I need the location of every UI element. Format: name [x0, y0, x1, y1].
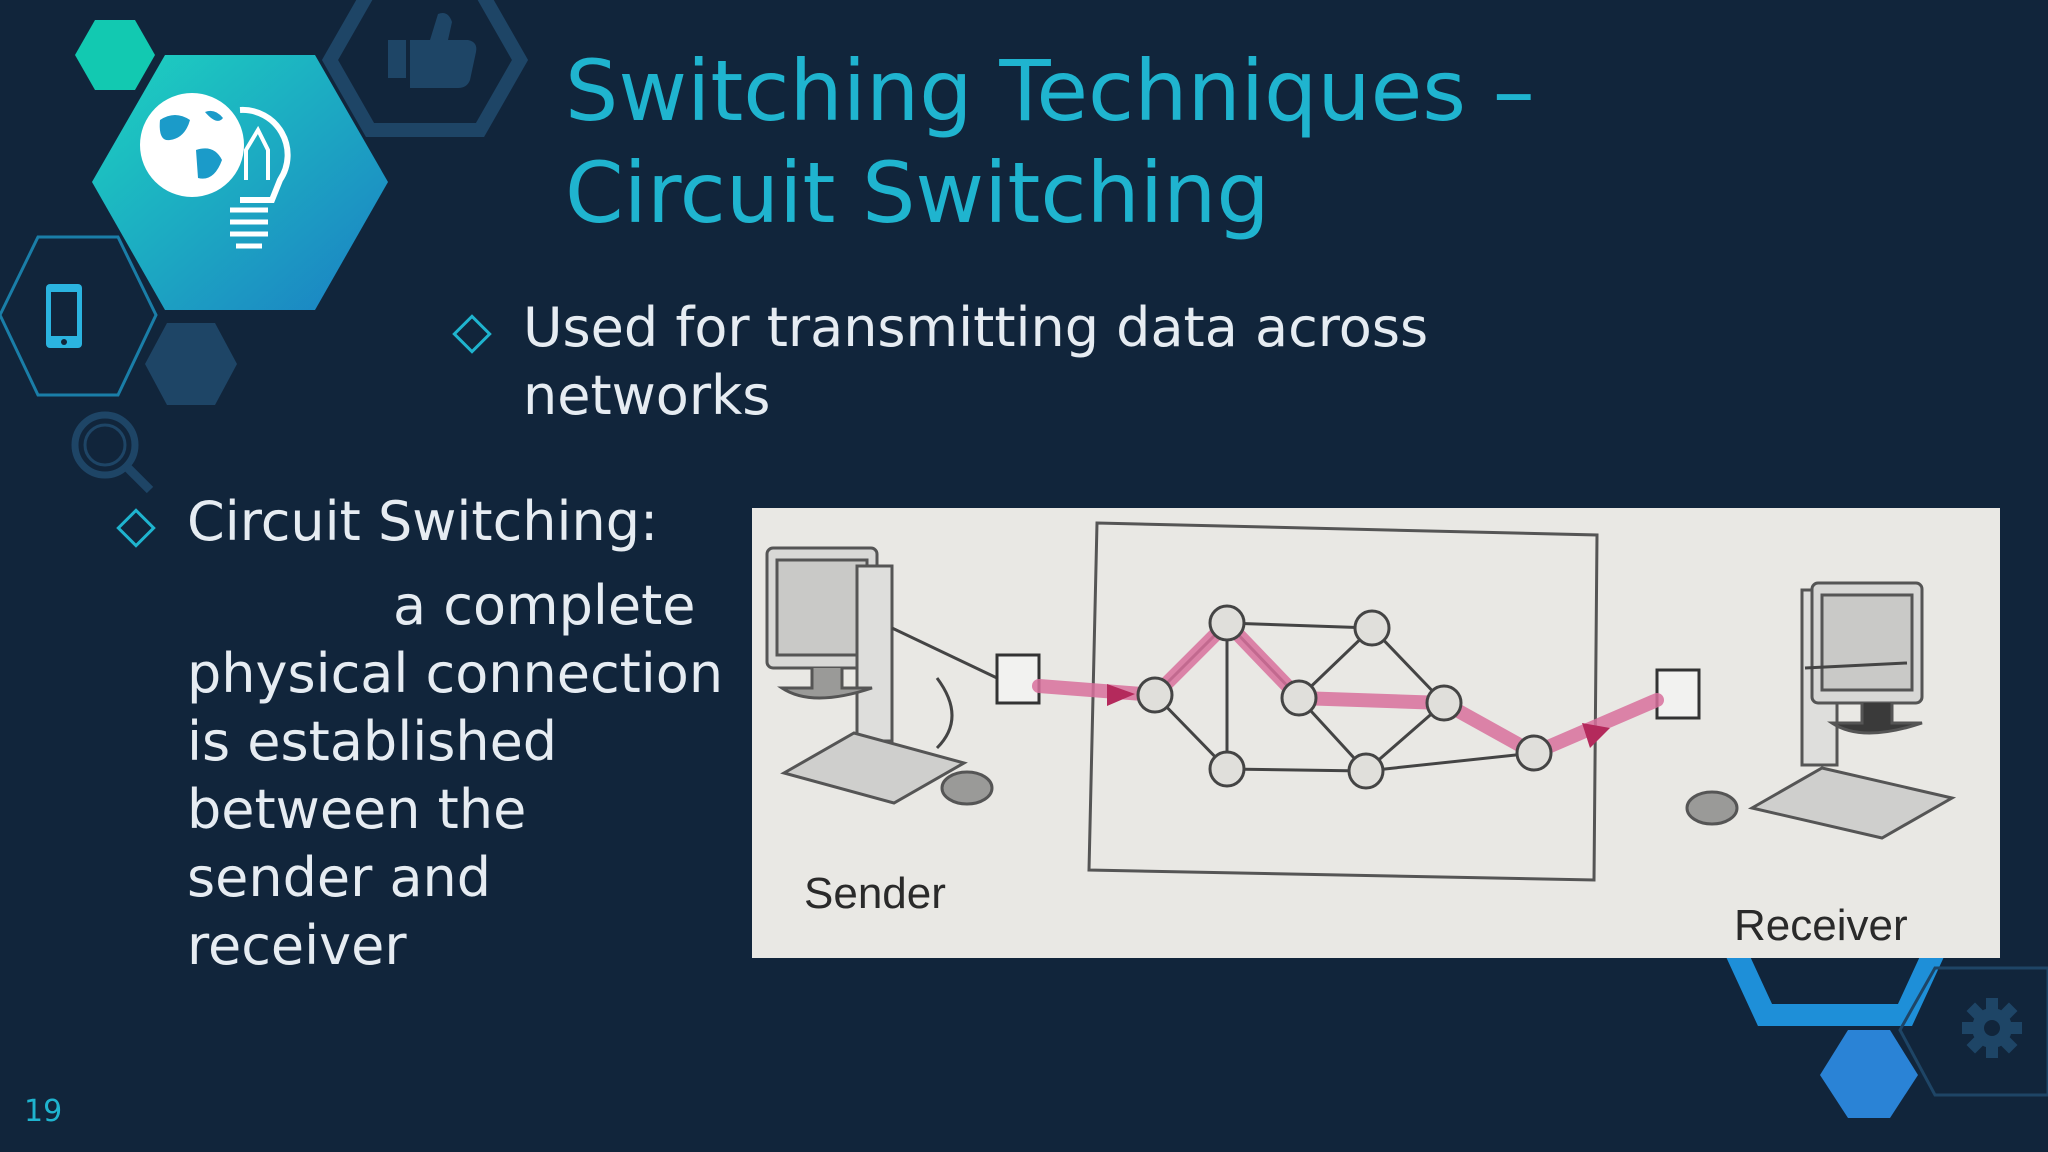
body-line-4: between the: [187, 778, 527, 841]
bullet-circuit-switching-body: a complete physical connection is establ…: [187, 572, 747, 980]
body-line-5: sender and: [187, 846, 492, 909]
bullet-transmitting-data: Used for transmitting data across networ…: [523, 294, 1523, 430]
circuit-switching-diagram: Sender Receiver: [752, 508, 2000, 958]
bullet-1-line-2: networks: [523, 364, 771, 427]
body-line-1: a complete: [393, 574, 696, 637]
slide-title-line-2: Circuit Switching: [565, 144, 1270, 242]
body-line-2: physical connection: [187, 642, 724, 705]
bullet-1-line-1: Used for transmitting data across: [523, 296, 1429, 359]
receiver-label: Receiver: [1734, 901, 1908, 950]
slide-title-line-1: Switching Techniques –: [565, 42, 1535, 140]
receiver-computer-icon: [1685, 581, 1957, 840]
slide-title: Switching Techniques – Circuit Switching: [565, 40, 1565, 244]
slide-number: 19: [24, 1094, 63, 1129]
sender-label: Sender: [804, 869, 946, 918]
sender-computer-icon: [765, 546, 994, 806]
bullet-circuit-switching-heading: Circuit Switching:: [187, 490, 659, 553]
body-line-3: is established: [187, 710, 558, 773]
body-line-6: receiver: [187, 914, 407, 977]
